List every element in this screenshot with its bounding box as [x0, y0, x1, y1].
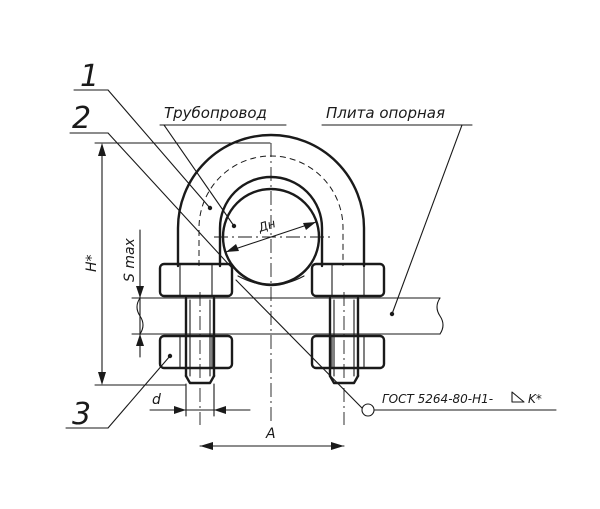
dimension-a: A: [199, 426, 345, 450]
dimension-h: H*: [84, 142, 271, 386]
leader-part-2: 2: [69, 101, 233, 269]
s-max-label: S max: [122, 237, 138, 282]
leader-part-1: 1: [73, 59, 213, 211]
leader-pipeline: Трубопровод: [159, 104, 287, 229]
part-2-label: 2: [72, 101, 91, 136]
part-3-label: 3: [72, 397, 91, 432]
width-a-label: A: [265, 426, 276, 442]
support-plate: [136, 297, 444, 335]
thread-d-label: d: [152, 392, 161, 408]
leader-part-3: 3: [65, 353, 173, 432]
leader-support-plate: Плита опорная: [321, 104, 473, 317]
part-1-label: 1: [80, 59, 99, 94]
dimension-s-max: S max: [122, 229, 161, 358]
pipe-diameter-label: Дн: [256, 216, 278, 235]
pipeline-label: Трубопровод: [164, 104, 267, 122]
dimension-d: d: [149, 383, 251, 417]
nuts: [158, 262, 386, 370]
weld-note-label: ГОСТ 5264-80-Н1-: [382, 392, 493, 406]
weld-triangle-icon: [511, 391, 525, 403]
weld-leg-label: K*: [528, 392, 542, 406]
support-plate-label: Плита опорная: [326, 104, 445, 122]
leader-weld: ГОСТ 5264-80-Н1- K*: [235, 279, 557, 417]
height-label: H*: [84, 254, 100, 272]
dimension-dn: Дн: [225, 216, 317, 253]
